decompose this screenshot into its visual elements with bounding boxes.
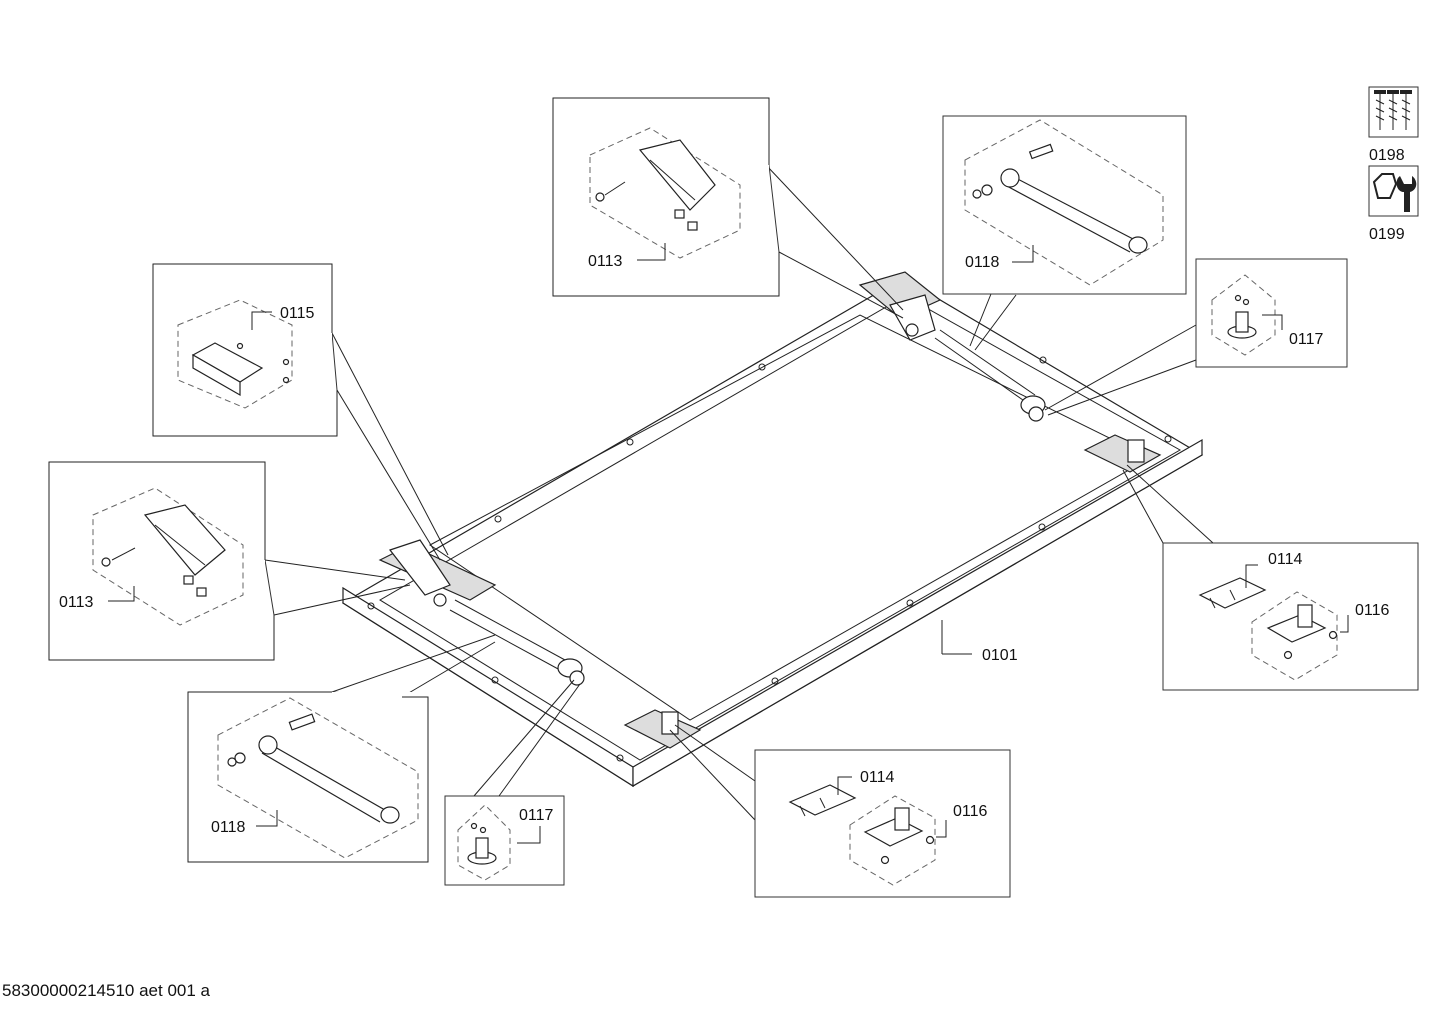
label-0114-bottom: 0114 — [860, 769, 895, 786]
detail-box-latch-right[interactable] — [1162, 542, 1419, 691]
label-0199: 0199 — [1369, 226, 1405, 243]
label-0118-top: 0118 — [965, 254, 1000, 271]
detail-box-foot-bottom[interactable] — [444, 795, 565, 886]
door-frame-0101[interactable] — [341, 277, 1204, 788]
label-0113-top: 0113 — [588, 253, 623, 270]
label-0116-bottom: 0116 — [953, 803, 988, 820]
callout-labels: 0113 0118 0117 0115 0113 0114 0116 0101 … — [59, 253, 1390, 836]
frame-damper-top[interactable] — [934, 329, 1046, 422]
detail-box-cover-0115[interactable] — [152, 263, 338, 437]
detail-box-foot-right[interactable] — [1195, 258, 1348, 368]
document-id: 58300000214510 aet 001 a — [2, 981, 210, 1000]
label-0117-right: 0117 — [1289, 331, 1324, 348]
detail-box-latch-bottom[interactable] — [754, 749, 1011, 898]
label-0198: 0198 — [1369, 147, 1405, 164]
screws-kit-icon[interactable] — [1368, 86, 1419, 138]
detail-box-damper-left[interactable] — [187, 691, 429, 863]
frame-latch-bottom[interactable] — [623, 709, 702, 749]
detail-box-hinge-top[interactable] — [552, 97, 780, 297]
frame-damper-left[interactable] — [449, 599, 585, 686]
frame-hinge-top[interactable] — [858, 271, 942, 341]
label-0113-left: 0113 — [59, 594, 94, 611]
detail-box-hinge-left[interactable] — [48, 461, 275, 661]
label-0117-bottom: 0117 — [519, 807, 554, 824]
frame-screw-holes — [367, 356, 1172, 762]
detail-box-damper-top[interactable] — [942, 115, 1187, 295]
leader-lines — [264, 164, 1214, 821]
label-0118-left: 0118 — [211, 819, 246, 836]
tools-kit-icon[interactable] — [1368, 165, 1419, 217]
frame-latch-right[interactable] — [1083, 434, 1162, 473]
frame-hinge-left[interactable] — [378, 539, 497, 607]
label-0101: 0101 — [982, 647, 1018, 664]
label-0114-right: 0114 — [1268, 551, 1303, 568]
label-0115: 0115 — [280, 305, 315, 322]
label-0116-right: 0116 — [1355, 602, 1390, 619]
